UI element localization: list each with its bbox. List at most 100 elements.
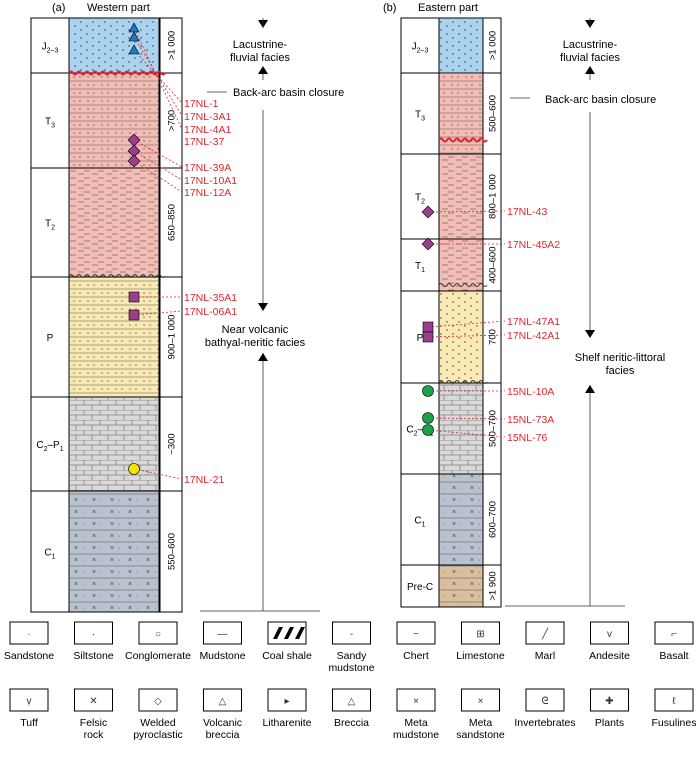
legend-label: Felsic [80,717,107,729]
legend-label: Welded [140,717,176,729]
sample-leader [133,27,183,130]
legend-glyph: ◇ [154,696,162,707]
thickness-label-a-3: 900–1 000 [167,315,178,360]
tuff-icon [9,688,49,712]
samples-a: 17NL-117NL-3A117NL-4A117NL-3717NL-39A17N… [127,22,237,486]
sample-leader [133,36,183,117]
sample-marker-diamond [421,205,435,219]
legend-glyph: ⌐ [671,629,677,640]
sample-label-b-2: 17NL-47A1 [507,316,560,328]
facies-a-lacustrine-2: fluvial facies [230,52,290,64]
sample-marker-circle [422,412,434,424]
unit-label-a-3: P [47,333,54,344]
sample-label-b-0: 17NL-43 [507,206,547,218]
legend-label: mudstone [393,729,439,741]
thickness-label-a-5: 550–600 [167,533,178,570]
facies-a-bathyal-2: bathyal-neritic facies [205,337,306,349]
sample-label-b-3: 17NL-42A1 [507,330,560,342]
legend-glyph: △ [348,696,356,707]
facies-b-shelf-2: facies [606,365,635,377]
unit-label-b-4: P [417,333,424,344]
legend-label: Limestone [456,650,505,662]
sample-leader [427,334,506,338]
sample-label-b-6: 15NL-76 [507,432,547,444]
legend-label: rock [84,729,105,741]
sample-marker-diamond [127,154,141,168]
legend-label: Andesite [589,650,630,662]
legend-label: Sandstone [4,650,54,662]
sample-leader [133,150,183,181]
thickness-label-a-0: >1 000 [167,31,178,60]
sample-marker-triangle [128,31,140,42]
thickness-label-b-0: >1 000 [488,31,499,60]
facies-b-lacustrine-2: fluvial facies [560,52,620,64]
legend-item: ╱Marl [525,621,565,662]
marl-icon [525,621,565,645]
arrow-up [258,66,268,74]
sample-marker-circle [128,463,140,475]
legend-label: Plants [595,717,624,729]
welded-pyroclastic-icon [138,688,178,712]
facies-b-shelf-1: Shelf neritic-littoral [575,352,665,364]
sample-leader [133,139,183,168]
thickness-cell [159,490,183,613]
sample-label-a-3: 17NL-37 [184,136,224,148]
panel-a-title: Western part [87,2,150,14]
thickness-label-b-2: 800–1 000 [488,174,499,219]
basalt-icon [654,621,694,645]
legend-label: mudstone [328,662,374,674]
thickness-label-b-6: 600–700 [488,501,499,538]
unit-label-b-6: C1 [414,516,425,529]
thickness-label-a-4: ~300 [167,433,178,454]
panel-b-title: Eastern part [418,2,478,14]
unconformity-line [438,283,488,287]
sample-label-a-5: 17NL-10A1 [184,175,237,187]
andesite-icon [590,621,629,645]
legend-glyph: ▸ [284,696,289,707]
sample-leader [427,429,506,438]
unconformity-line [68,274,166,278]
coal-stripe [284,627,294,639]
unit-label-cell [30,396,70,492]
sample-label-a-1: 17NL-3A1 [184,111,231,123]
unit-label-cell [400,17,440,74]
samples-b: 17NL-4317NL-45A217NL-47A117NL-42A115NL-1… [421,205,560,444]
legend-label: Sandy [337,650,368,662]
sample-label-a-2: 17NL-4A1 [184,124,231,136]
legend-glyph: ~ [413,629,419,640]
unit-label-cell [30,490,70,613]
arrow-up [258,353,268,361]
legend-item: △Breccia [332,688,371,729]
lithology-pattern [439,474,483,565]
legend-item: Coal shale [262,621,312,662]
unit-label-cell [400,72,440,155]
unit-label-cell [30,276,70,398]
legend-label: Marl [535,650,555,662]
unconformity-line [68,70,166,76]
arrow-down [585,330,595,338]
unit-label-b-7: Pre-C [407,582,433,593]
sample-label-a-4: 17NL-39A [184,162,231,174]
legend-glyph: · [92,629,95,640]
lithology-pattern [439,154,483,239]
sample-leader [133,468,183,480]
legend-label: pyroclastic [133,729,183,741]
panel-b-label: (b) [383,2,396,14]
arrow-up [585,385,595,393]
thickness-label-a-1: >700 [167,110,178,131]
legend-label: Invertebrates [514,717,575,729]
thickness-label-b-3: 400–600 [488,247,499,284]
lithology-pattern [439,291,483,383]
lithology-pattern [69,18,159,73]
sample-label-a-9: 17NL-21 [184,474,224,486]
plants-icon [590,688,629,712]
meta-mudstone-icon [396,688,436,712]
unit-label-cell [30,17,70,74]
unit-label-a-5: C1 [44,548,55,561]
